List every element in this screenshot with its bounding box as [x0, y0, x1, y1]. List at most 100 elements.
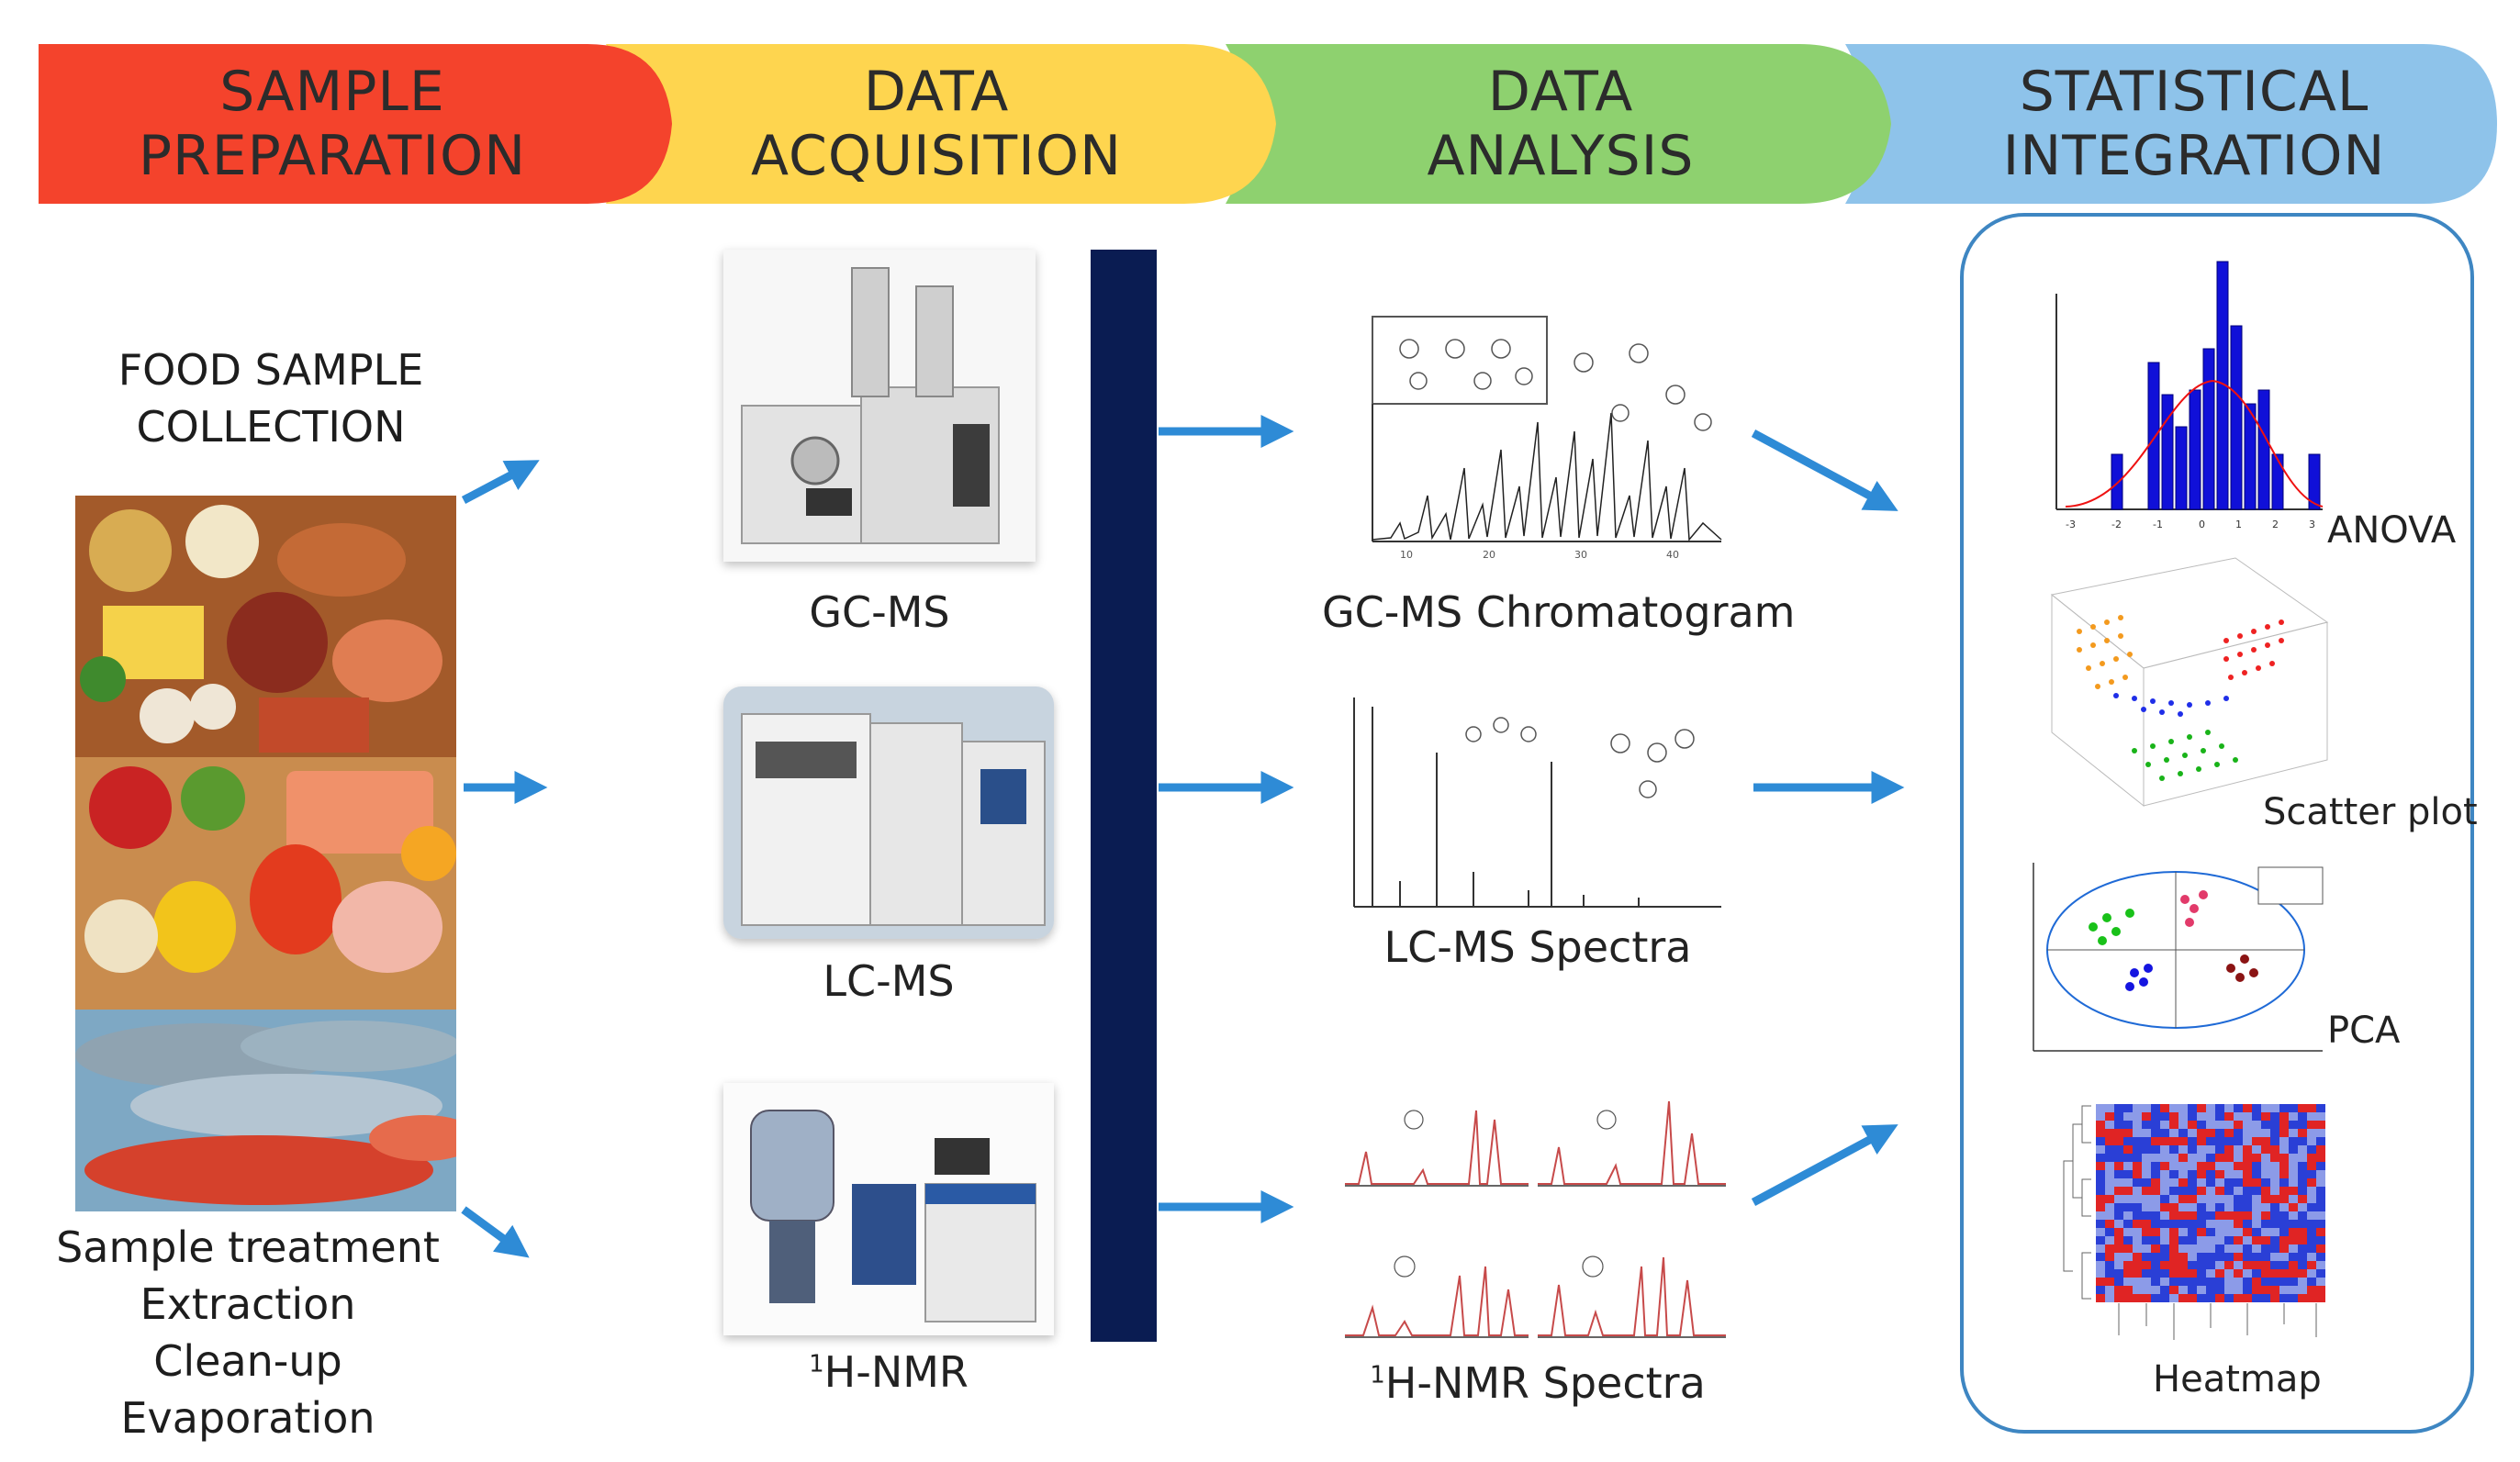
heatmap-cell: [2243, 1145, 2252, 1154]
heatmap-cell: [2252, 1121, 2261, 1129]
heatmap-cell: [2279, 1112, 2289, 1121]
heatmap-cell: [2105, 1294, 2114, 1302]
heatmap-cell: [2252, 1112, 2261, 1121]
heatmap-cell: [2142, 1137, 2151, 1145]
heatmap-cell: [2133, 1211, 2142, 1220]
heatmap-cell: [2206, 1104, 2215, 1112]
heatmap-cell: [2224, 1253, 2234, 1261]
heatmap-cell: [2215, 1236, 2224, 1244]
heatmap-cell: [2105, 1162, 2114, 1170]
heatmap-cell: [2178, 1211, 2188, 1220]
heatmap-cell: [2197, 1112, 2206, 1121]
heatmap-cell: [2188, 1162, 2197, 1170]
heatmap-cell: [2215, 1278, 2224, 1286]
heatmap-cell: [2279, 1162, 2289, 1170]
heatmap-cell: [2298, 1104, 2307, 1112]
heatmap-cell: [2188, 1203, 2197, 1211]
heatmap-cell: [2151, 1162, 2160, 1170]
heatmap-cell: [2224, 1211, 2234, 1220]
heatmap-cell: [2270, 1112, 2279, 1121]
heatmap-cell: [2270, 1137, 2279, 1145]
heatmap-cell: [2123, 1154, 2133, 1162]
heatmap-cell: [2243, 1228, 2252, 1236]
heatmap-cell: [2169, 1244, 2178, 1253]
heatmap-cell: [2279, 1286, 2289, 1294]
heatmap-cell: [2151, 1236, 2160, 1244]
heatmap-cell: [2123, 1236, 2133, 1244]
heatmap-cell: [2234, 1253, 2243, 1261]
heatmap-cell: [2114, 1162, 2123, 1170]
heatmap-cell: [2142, 1286, 2151, 1294]
heatmap-cell: [2307, 1228, 2316, 1236]
heatmap-cell: [2114, 1104, 2123, 1112]
nmr-superscript: 1: [809, 1350, 824, 1378]
heatmap-cell: [2298, 1112, 2307, 1121]
heatmap-cell: [2133, 1170, 2142, 1178]
nmr-label: 1H-NMR: [809, 1347, 969, 1397]
heatmap-cell: [2151, 1154, 2160, 1162]
heatmap-cell: [2234, 1121, 2243, 1129]
heatmap-cell: [2169, 1187, 2178, 1195]
heatmap-cell: [2270, 1228, 2279, 1236]
heatmap-image: [1990, 1088, 2335, 1349]
pca-plot-image: [2029, 858, 2332, 1060]
acquisition-collector-bar: [1091, 250, 1157, 1342]
heatmap-cell: [2307, 1137, 2316, 1145]
heatmap-cell: [2105, 1211, 2114, 1220]
heatmap-cell: [2133, 1278, 2142, 1286]
heatmap-cell: [2197, 1137, 2206, 1145]
heatmap-cell: [2105, 1170, 2114, 1178]
heatmap-cell: [2243, 1104, 2252, 1112]
heatmap-cell: [2178, 1220, 2188, 1228]
heatmap-cell: [2123, 1129, 2133, 1137]
heatmap-cell: [2142, 1236, 2151, 1244]
heatmap-cell: [2298, 1228, 2307, 1236]
heatmap-cell: [2160, 1203, 2169, 1211]
heatmap-cell: [2307, 1162, 2316, 1170]
heatmap-cell: [2215, 1170, 2224, 1178]
heatmap-cell: [2261, 1220, 2270, 1228]
heatmap-cell: [2252, 1203, 2261, 1211]
heatmap-cell: [2234, 1228, 2243, 1236]
heatmap-cell: [2133, 1253, 2142, 1261]
heatmap-cell: [2215, 1269, 2224, 1278]
heatmap-cell: [2133, 1137, 2142, 1145]
heatmap-label: Heatmap: [2153, 1358, 2322, 1401]
heatmap-cell: [2178, 1154, 2188, 1162]
heatmap-cell: [2188, 1236, 2197, 1244]
heatmap-cell: [2289, 1269, 2298, 1278]
heatmap-cell: [2197, 1286, 2206, 1294]
heatmap-cell: [2114, 1294, 2123, 1302]
heatmap-cell: [2160, 1244, 2169, 1253]
heatmap-cell: [2188, 1178, 2197, 1187]
heatmap-cell: [2270, 1236, 2279, 1244]
heatmap-cell: [2316, 1294, 2325, 1302]
heatmap-cell: [2234, 1145, 2243, 1154]
heatmap-cell: [2307, 1236, 2316, 1244]
heatmap-cell: [2142, 1178, 2151, 1187]
heatmap-cell: [2133, 1220, 2142, 1228]
heatmap-cell: [2142, 1220, 2151, 1228]
heatmap-cell: [2307, 1253, 2316, 1261]
heatmap-cell: [2197, 1236, 2206, 1244]
heatmap-cell: [2279, 1220, 2289, 1228]
heatmap-cell: [2261, 1154, 2270, 1162]
heatmap-cell: [2307, 1269, 2316, 1278]
heatmap-cell: [2270, 1129, 2279, 1137]
heatmap-cell: [2142, 1211, 2151, 1220]
heatmap-cell: [2279, 1253, 2289, 1261]
heatmap-cell: [2270, 1145, 2279, 1154]
heatmap-cell: [2316, 1104, 2325, 1112]
heatmap-cell: [2289, 1261, 2298, 1269]
heatmap-cell: [2215, 1195, 2224, 1203]
heatmap-cell: [2178, 1129, 2188, 1137]
heatmap-cell: [2151, 1121, 2160, 1129]
heatmap-cell: [2270, 1269, 2279, 1278]
heatmap-cell: [2169, 1104, 2178, 1112]
gcms-instrument-image: [723, 250, 1036, 562]
heatmap-cell: [2142, 1121, 2151, 1129]
heatmap-cell: [2279, 1154, 2289, 1162]
heatmap-cell: [2151, 1220, 2160, 1228]
